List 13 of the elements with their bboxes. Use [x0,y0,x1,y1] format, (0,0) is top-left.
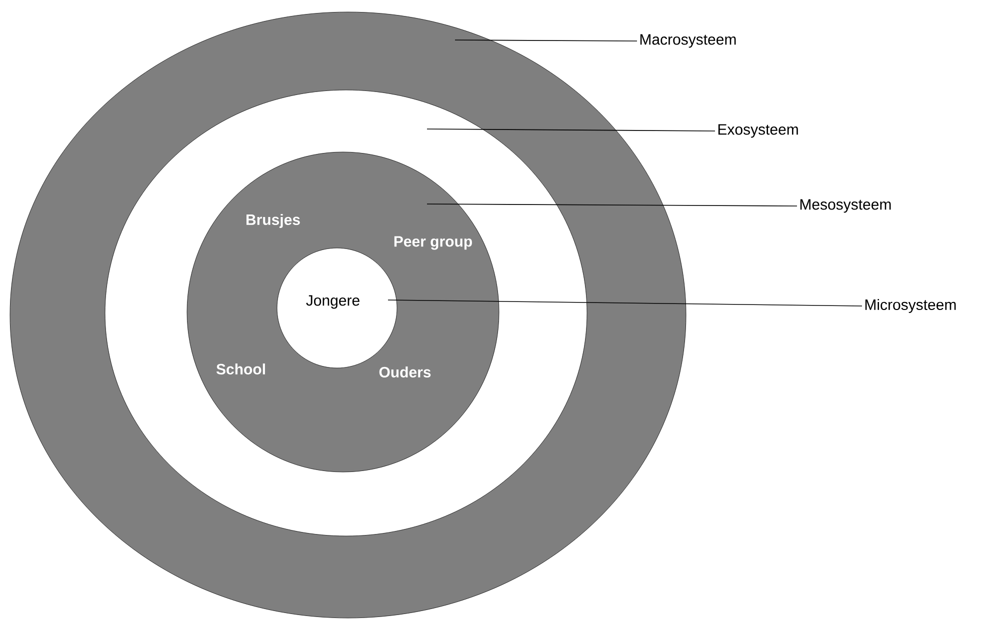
system-label: Exosysteem [718,124,798,138]
leader-line [426,204,798,206]
leader-line [454,40,638,42]
leader-line [426,128,716,132]
ring-label: Brusjes [246,214,300,228]
ring-label: Ouders [379,366,431,378]
system-label: Microsysteem [865,299,956,313]
leader-line [388,300,862,306]
system-label: Macrosysteem [640,34,736,48]
center-label: Jongere [306,295,360,309]
ring-label: School [216,364,265,374]
ring-label: Peer group [394,236,472,250]
system-label: Mesosysteem [800,199,891,213]
